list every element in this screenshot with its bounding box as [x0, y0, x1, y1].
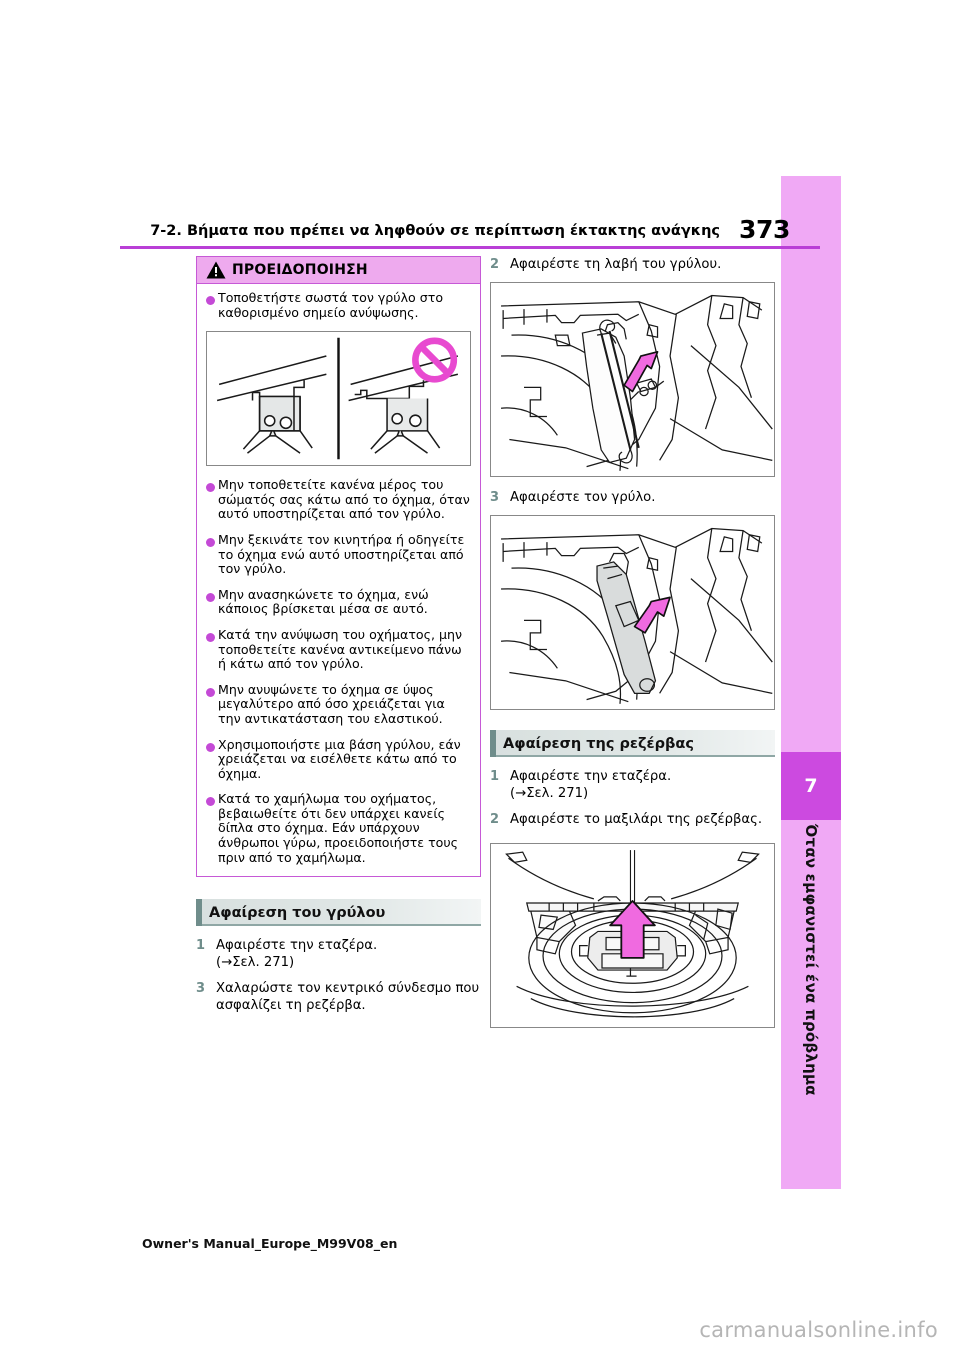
step-text: Αφαιρέστε τον γρύλο.: [510, 490, 656, 505]
direction-arrow-icon: [609, 900, 656, 959]
chapter-side-strip: [781, 176, 841, 1189]
warning-bullet-text: Μην ανασηκώνετε το όχημα, ενώ κάποιος βρ…: [218, 586, 429, 617]
bullet-dot-icon: [206, 537, 215, 547]
jack-removal-illustration: [492, 516, 773, 709]
bullet-dot-icon: [206, 592, 215, 602]
jack-handle-illustration: [492, 283, 773, 476]
warning-triangle-icon: [206, 261, 226, 279]
watermark: carmanualsonline.info: [699, 1318, 938, 1342]
warning-bullet-text: Κατά την ανύψωση του οχήματος, μην τοποθ…: [218, 626, 463, 672]
jack-removal-figure: [490, 515, 775, 710]
prohibition-icon: [412, 337, 458, 383]
page-header: 7-2. Βήματα που πρέπει να ληφθούν σε περ…: [120, 205, 820, 249]
bullet-dot-icon: [206, 296, 215, 305]
step-item: 1 Αφαιρέστε την εταζέρα. (→Σελ. 271): [490, 768, 775, 802]
bullet-dot-icon: [206, 483, 215, 493]
bullet-dot-icon: [206, 687, 215, 697]
step-text: Αφαιρέστε τη λαβή του γρύλου.: [510, 257, 722, 272]
section-heading-label: Αφαίρεση της ρεζέρβας: [503, 735, 694, 752]
spare-tire-illustration: [496, 844, 769, 1027]
warning-bullet-text: Χρησιμοποιήστε μια βάση γρύλου, εάν χρει…: [218, 736, 461, 781]
step-text: Αφαιρέστε το μαξιλάρι της ρεζέρβας.: [510, 812, 763, 827]
step-number: 3: [196, 981, 206, 997]
warning-bullet: Μην τοποθετείτε κανένα μέρος του σώματός…: [206, 477, 471, 522]
chapter-title-text: Όταν εμφανιστεί ένα πρόβλημα: [802, 824, 820, 1096]
step-text: Χαλαρώστε τον κεντρικό σύνδεσμο που ασφα…: [216, 981, 480, 1014]
right-column: 2 Αφαιρέστε τη λαβή του γρύλου.: [490, 256, 775, 1028]
warning-bullet: Μην ξεκινάτε τον κινητήρα ή οδηγείτε το …: [206, 531, 471, 577]
warning-bullet-text: Τοποθετήστε σωστά τον γρύλο στο καθορισμ…: [218, 290, 444, 320]
step-item: 3 Χαλαρώστε τον κεντρικό σύνδεσμο που ασ…: [196, 980, 481, 1014]
left-column: ΠΡΟΕΙΔΟΠΟΙΗΣΗ Τοποθετήστε σωστά τον γρύλ…: [196, 256, 481, 1023]
step-item: 2 Αφαιρέστε το μαξιλάρι της ρεζέρβας.: [490, 811, 775, 828]
step-number: 1: [196, 938, 206, 954]
section-heading-jack-removal: Αφαίρεση του γρύλου: [196, 899, 481, 927]
jack-placement-correct-incorrect-figure: [206, 331, 471, 467]
warning-box: ΠΡΟΕΙΔΟΠΟΙΗΣΗ Τοποθετήστε σωστά τον γρύλ…: [196, 256, 481, 878]
step-number: 3: [490, 490, 500, 505]
jack-handle-removal-figure: [490, 282, 775, 477]
warning-bullet-text: Μην ανυψώνετε το όχημα σε ύψος μεγαλύτερ…: [218, 681, 445, 726]
direction-arrow-icon: [623, 351, 659, 393]
warning-body: Τοποθετήστε σωστά τον γρύλο στο καθορισμ…: [197, 284, 480, 876]
warning-bullet: Χρησιμοποιήστε μια βάση γρύλου, εάν χρει…: [206, 736, 471, 782]
step-text: Αφαιρέστε την εταζέρα. (→Σελ. 271): [510, 769, 672, 801]
step-text: Αφαιρέστε την εταζέρα. (→Σελ. 271): [216, 938, 378, 971]
section-heading-spare-removal: Αφαίρεση της ρεζέρβας: [490, 730, 775, 757]
direction-arrow-icon: [633, 596, 671, 634]
chapter-number: 7: [804, 775, 818, 797]
step-item: 2 Αφαιρέστε τη λαβή του γρύλου.: [490, 256, 775, 273]
warning-bullet: Κατά την ανύψωση του οχήματος, μην τοποθ…: [206, 626, 471, 672]
step-number: 1: [490, 769, 500, 784]
bullet-dot-icon: [206, 632, 215, 642]
step-item: 1 Αφαιρέστε την εταζέρα. (→Σελ. 271): [196, 937, 481, 971]
section-heading-label: Αφαίρεση του γρύλου: [209, 904, 386, 921]
warning-bullet: Τοποθετήστε σωστά τον γρύλο στο καθορισμ…: [206, 290, 471, 320]
step-item: 3 Αφαιρέστε τον γρύλο.: [490, 489, 775, 506]
section-title: 7-2. Βήματα που πρέπει να ληφθούν σε περ…: [150, 223, 720, 239]
spare-tire-cushion-removal-figure: [490, 843, 775, 1028]
jack-placement-illustration: [207, 333, 470, 464]
warning-header: ΠΡΟΕΙΔΟΠΟΙΗΣΗ: [197, 257, 480, 284]
chapter-title-vertical: Όταν εμφανιστεί ένα πρόβλημα: [781, 824, 841, 1184]
warning-bullet-text: Κατά το χαμήλωμα του οχήματος, βεβαιωθεί…: [218, 791, 459, 865]
warning-bullet: Μην ανυψώνετε το όχημα σε ύψος μεγαλύτερ…: [206, 681, 471, 727]
step-number: 2: [490, 812, 500, 827]
chapter-tab: 7: [781, 752, 841, 820]
document-id: Owner's Manual_Europe_M99V08_en: [142, 1236, 398, 1251]
page-number: 373: [739, 215, 790, 244]
step-number: 2: [490, 257, 500, 272]
warning-bullet: Κατά το χαμήλωμα του οχήματος, βεβαιωθεί…: [206, 791, 471, 865]
warning-bullet-text: Μην τοποθετείτε κανένα μέρος του σώματός…: [218, 477, 470, 522]
bullet-dot-icon: [206, 742, 215, 752]
warning-bullet-text: Μην ξεκινάτε τον κινητήρα ή οδηγείτε το …: [218, 531, 465, 577]
warning-heading: ΠΡΟΕΙΔΟΠΟΙΗΣΗ: [232, 262, 368, 278]
header-rule: [120, 246, 820, 249]
warning-bullet: Μην ανασηκώνετε το όχημα, ενώ κάποιος βρ…: [206, 586, 471, 617]
bullet-dot-icon: [206, 797, 215, 807]
